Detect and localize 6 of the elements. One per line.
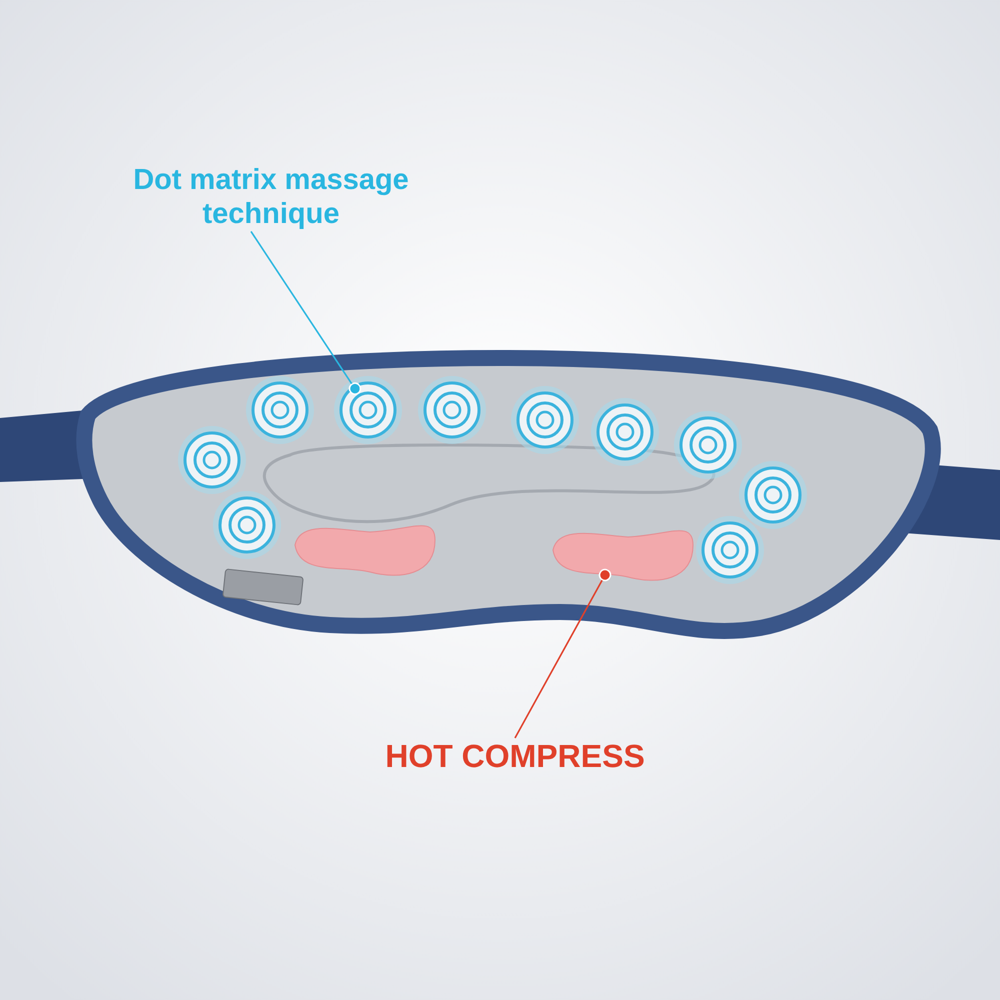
leader-line [250,231,362,395]
leader-line [514,568,612,738]
massage-node [334,376,402,444]
callout-label: HOT COMPRESS [330,738,700,776]
callout-label: Dot matrix massage technique [96,163,446,232]
heating-pad [552,530,694,581]
